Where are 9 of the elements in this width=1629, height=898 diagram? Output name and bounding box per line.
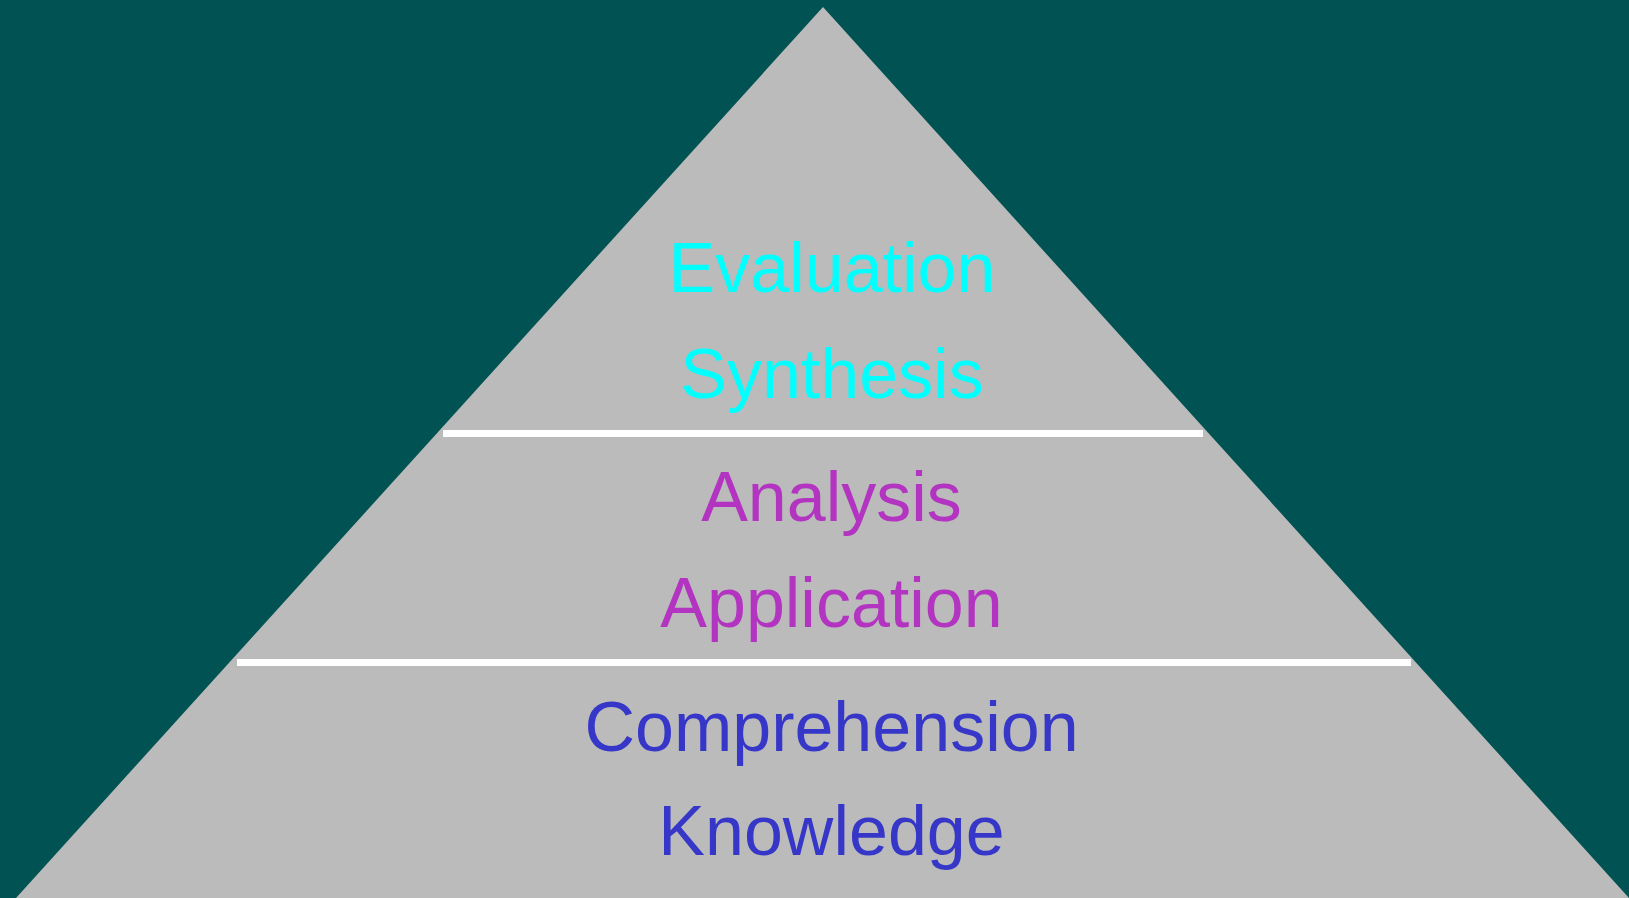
level-label: Knowledge — [658, 791, 1005, 871]
pyramid-tier — [16, 662, 1629, 898]
level-label: Comprehension — [584, 687, 1079, 767]
level-label: Synthesis — [680, 334, 984, 414]
pyramid-tier — [229, 433, 1416, 662]
level-label: Application — [660, 563, 1003, 643]
pyramid-tier — [437, 7, 1209, 433]
level-label: Evaluation — [668, 228, 996, 308]
level-label: Analysis — [701, 457, 962, 537]
